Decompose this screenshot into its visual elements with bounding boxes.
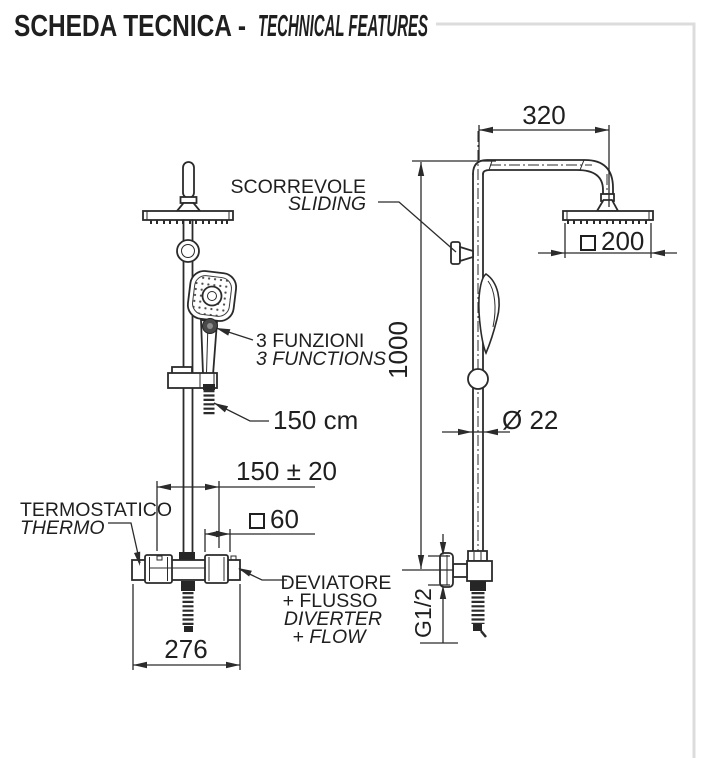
side-column-and-arm bbox=[472, 159, 614, 553]
side-outlet-hose bbox=[470, 581, 487, 638]
label-hose-length: 150 cm bbox=[213, 402, 358, 435]
svg-text:TERMOSTATICO: TERMOSTATICO bbox=[20, 499, 172, 521]
front-view: 150 ± 20 60 276 150 cm bbox=[20, 161, 391, 670]
front-column-finial bbox=[175, 161, 202, 212]
svg-text:3 FUNZIONI: 3 FUNZIONI bbox=[256, 330, 364, 352]
dim-pipe-diameter: Ø 22 bbox=[442, 405, 558, 436]
square-symbol bbox=[580, 235, 596, 251]
svg-text:150 cm: 150 cm bbox=[273, 405, 358, 435]
side-head-nozzles bbox=[567, 220, 647, 224]
svg-text:3 FUNCTIONS: 3 FUNCTIONS bbox=[256, 348, 386, 370]
front-hand-shower bbox=[186, 270, 238, 376]
side-view: 320 200 1000 Ø 22 bbox=[231, 100, 677, 644]
svg-text:+ FLOW: + FLOW bbox=[292, 626, 367, 648]
front-hand-shower-hose bbox=[203, 384, 215, 416]
dim-connection-thread: G1/2 bbox=[410, 534, 458, 644]
svg-text:60: 60 bbox=[270, 504, 299, 534]
front-outlet-hose bbox=[181, 581, 195, 632]
front-shower-head bbox=[142, 210, 234, 224]
svg-text:1000: 1000 bbox=[383, 321, 413, 379]
dim-head-size: 200 bbox=[538, 223, 677, 258]
label-3-functions: 3 FUNZIONI 3 FUNCTIONS bbox=[215, 327, 386, 370]
side-slider-ball bbox=[467, 368, 489, 390]
front-thermostatic-valve bbox=[131, 552, 241, 584]
svg-text:SCORREVOLE: SCORREVOLE bbox=[231, 176, 366, 198]
svg-text:Ø 22: Ø 22 bbox=[502, 405, 558, 435]
front-diverter-knob bbox=[204, 554, 229, 584]
page-title-english: TECHNICAL FEATURES bbox=[258, 8, 428, 43]
svg-text:+ FLUSSO: + FLUSSO bbox=[283, 590, 378, 612]
page-title: SCHEDA TECNICA - TECHNICAL FEATURES bbox=[14, 8, 428, 43]
side-sliding-bracket bbox=[450, 241, 474, 265]
svg-text:G1/2: G1/2 bbox=[410, 588, 436, 638]
svg-text:DIVERTER: DIVERTER bbox=[284, 608, 382, 630]
dim-column-height: 1000 bbox=[383, 160, 496, 571]
svg-text:200: 200 bbox=[601, 226, 644, 256]
side-hand-shower-profile bbox=[478, 273, 500, 356]
front-thermo-knob bbox=[144, 554, 173, 584]
dim-knob-size: 60 bbox=[204, 504, 315, 552]
svg-text:150 ± 20: 150 ± 20 bbox=[236, 456, 337, 486]
label-diverter-flow: DEVIATORE + FLUSSO DIVERTER + FLOW bbox=[238, 568, 391, 648]
front-slider-ring bbox=[176, 239, 200, 263]
svg-text:DEVIATORE: DEVIATORE bbox=[281, 572, 392, 594]
side-shower-head bbox=[562, 193, 654, 224]
svg-text:276: 276 bbox=[164, 634, 207, 664]
dim-body-width: 276 bbox=[132, 584, 241, 670]
page-frame-rule bbox=[436, 22, 696, 758]
dim-inlet-spacing: 150 ± 20 bbox=[156, 456, 337, 551]
square-symbol bbox=[249, 513, 265, 529]
svg-text:320: 320 bbox=[522, 100, 565, 130]
svg-text:SLIDING: SLIDING bbox=[288, 193, 366, 215]
label-thermostatic: TERMOSTATICO THERMO bbox=[20, 499, 172, 566]
label-sliding: SCORREVOLE SLIDING bbox=[231, 176, 457, 253]
dim-arm-projection: 320 bbox=[478, 100, 610, 207]
page-title-italian: SCHEDA TECNICA - bbox=[14, 8, 246, 43]
svg-text:THERMO: THERMO bbox=[20, 517, 105, 539]
